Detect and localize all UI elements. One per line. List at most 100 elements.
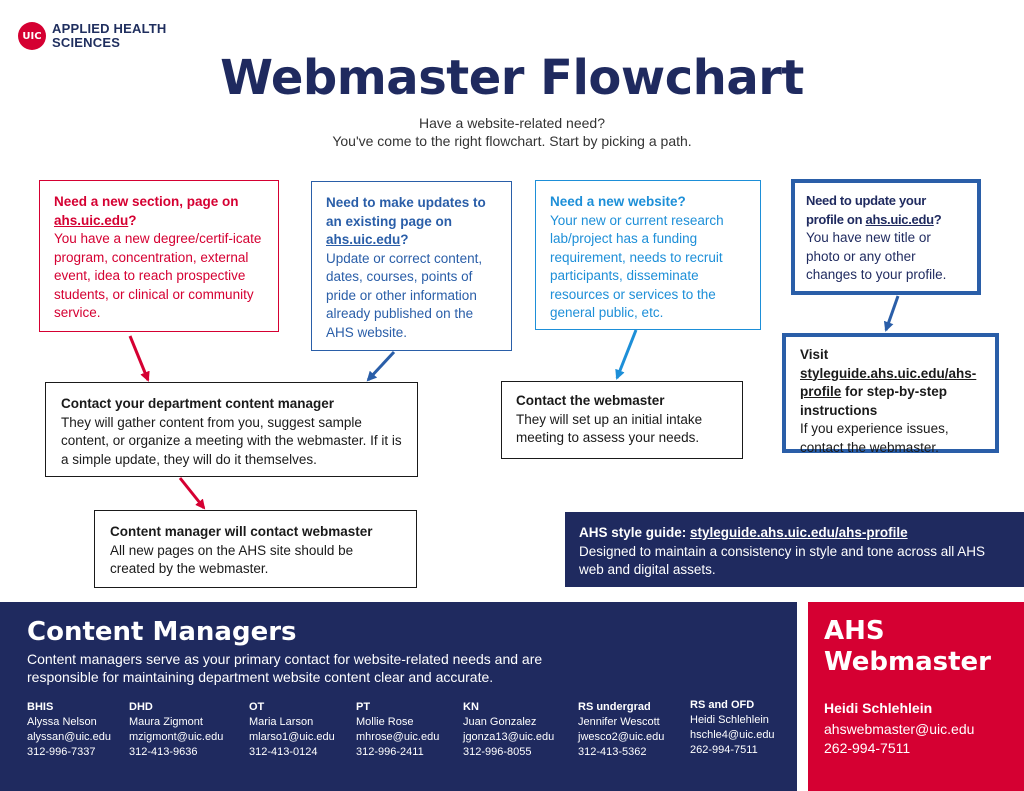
logo-line1: APPLIED HEALTH: [52, 21, 167, 36]
path-new-section-heading: Need a new section, page on ahs.uic.edu?: [54, 193, 264, 230]
contact-email[interactable]: jwesco2@uic.edu: [578, 731, 665, 743]
contact-name: Maura Zigmont: [129, 716, 203, 728]
webmaster-title-line2: Webmaster: [824, 647, 991, 677]
path-updates-body: Update or correct content, dates, course…: [326, 250, 483, 340]
arrow-profile-to-styleguide: [883, 295, 900, 332]
contact-email[interactable]: alyssan@uic.edu: [27, 731, 111, 743]
webmaster-title-line1: AHS: [824, 616, 885, 646]
style-guide-banner: AHS style guide: styleguide.ahs.uic.edu/…: [565, 512, 1024, 587]
path-new-website: Need a new website? Your new or current …: [535, 180, 761, 330]
contact-email[interactable]: mhrose@uic.edu: [356, 731, 440, 743]
contact-card: RS and OFD Heidi Schlehlein hschle4@uic.…: [690, 698, 775, 758]
step-visit-styleguide-heading: Visit styleguide.ahs.uic.edu/ahs-profile…: [800, 346, 981, 420]
heading-suffix: ?: [128, 212, 137, 228]
path-profile-heading: Need to update your profile on ahs.uic.e…: [806, 192, 966, 229]
arrow-updates-to-manager: [366, 350, 396, 382]
contact-phone: 312-996-8055: [463, 746, 532, 758]
webmaster-title: AHS Webmaster: [824, 616, 1008, 678]
contact-name: Juan Gonzalez: [463, 716, 537, 728]
contact-email[interactable]: jgonza13@uic.edu: [463, 731, 555, 743]
contact-card: DHD Maura Zigmont mzigmont@uic.edu 312-4…: [129, 700, 223, 760]
step-visit-styleguide: Visit styleguide.ahs.uic.edu/ahs-profile…: [782, 333, 999, 455]
heading-text: Visit: [800, 347, 829, 362]
heading-suffix: for step-by-step instructions: [800, 384, 948, 418]
step-contact-webmaster-body: They will set up an initial intake meeti…: [516, 411, 703, 446]
contact-card: RS undergrad Jennifer Wescott jwesco2@ui…: [578, 700, 664, 760]
style-guide-body: Designed to maintain a consistency in st…: [579, 543, 985, 578]
path-new-website-body: Your new or current research lab/project…: [550, 212, 724, 321]
contact-phone: 312-413-5362: [578, 746, 647, 758]
path-profile-body: You have new title or photo or any other…: [806, 230, 947, 282]
contact-card: BHIS Alyssa Nelson alyssan@uic.edu 312-9…: [27, 700, 111, 760]
arrow-new-section-to-manager: [128, 335, 150, 382]
step-contact-manager-body: They will gather content from you, sugge…: [61, 414, 402, 467]
logo-wordmark: APPLIED HEALTH SCIENCES: [52, 22, 167, 50]
contact-dept: DHD: [129, 701, 153, 713]
contact-dept: PT: [356, 701, 371, 713]
styleguide-link[interactable]: styleguide.ahs.uic.edu/ahs-profile: [800, 365, 977, 400]
arrow-manager-to-webmaster: [178, 477, 206, 510]
page-subtitle: Have a website-related need? You've come…: [0, 114, 1024, 150]
arrow-new-website-to-webmaster: [615, 329, 638, 380]
path-new-website-heading: Need a new website?: [550, 194, 686, 209]
contact-email[interactable]: hschle4@uic.edu: [690, 729, 775, 741]
contact-phone: 312-996-2411: [356, 746, 424, 758]
contact-card: KN Juan Gonzalez jgonza13@uic.edu 312-99…: [463, 700, 554, 760]
ahs-link[interactable]: ahs.uic.edu: [865, 211, 935, 227]
step-contact-webmaster: Contact the webmaster They will set up a…: [501, 381, 743, 459]
step-visit-styleguide-body: If you experience issues, contact the we…: [800, 421, 949, 455]
webmaster-email[interactable]: ahswebmaster@uic.edu: [824, 721, 975, 737]
path-updates: Need to make updates to an existing page…: [311, 181, 512, 351]
step-contact-webmaster-heading: Contact the webmaster: [516, 393, 665, 408]
contact-email[interactable]: mlarso1@uic.edu: [249, 731, 335, 743]
contact-dept: KN: [463, 701, 479, 713]
ahs-link[interactable]: ahs.uic.edu: [326, 232, 401, 247]
heading-suffix: ?: [933, 211, 942, 227]
path-new-section-body: You have a new degree/certif-icate progr…: [54, 231, 262, 320]
contact-card: OT Maria Larson mlarso1@uic.edu 312-413-…: [249, 700, 335, 760]
content-managers-description: Content managers serve as your primary c…: [27, 651, 543, 685]
step-manager-contacts-body: All new pages on the AHS site should be …: [110, 542, 354, 577]
contact-name: Alyssa Nelson: [27, 716, 97, 728]
heading-text: Need a new section, page on: [54, 194, 239, 209]
contact-phone: 312-413-0124: [249, 746, 318, 758]
step-contact-manager-heading: Contact your department content manager: [61, 396, 335, 411]
contact-name: Heidi Schlehlein: [690, 714, 769, 726]
contact-dept: BHIS: [27, 701, 54, 713]
contact-card: PT Mollie Rose mhrose@uic.edu 312-996-24…: [356, 700, 439, 760]
ahs-link[interactable]: ahs.uic.edu: [54, 212, 129, 228]
heading-text: Need to update your profile on: [806, 193, 926, 227]
content-managers-panel: Content Managers Content managers serve …: [0, 602, 797, 791]
webmaster-phone: 262-994-7511: [824, 740, 911, 756]
page-title: Webmaster Flowchart: [220, 50, 804, 106]
content-managers-title: Content Managers: [27, 617, 297, 647]
subtitle-line2: You've come to the right flowchart. Star…: [332, 133, 692, 149]
style-guide-label: AHS style guide:: [579, 525, 691, 540]
contact-phone: 312-413-9636: [129, 746, 198, 758]
contact-name: Maria Larson: [249, 716, 314, 728]
step-contact-manager: Contact your department content manager …: [45, 382, 418, 477]
contact-email[interactable]: mzigmont@uic.edu: [129, 731, 224, 743]
uic-ahs-logo: UIC APPLIED HEALTH SCIENCES: [18, 22, 167, 50]
path-new-section: Need a new section, page on ahs.uic.edu?…: [39, 180, 279, 332]
subtitle-line1: Have a website-related need?: [418, 115, 605, 131]
contact-phone: 312-996-7337: [27, 746, 96, 758]
contact-dept: RS and OFD: [690, 699, 755, 711]
contact-dept: OT: [249, 701, 265, 713]
path-updates-heading: Need to make updates to an existing page…: [326, 194, 497, 250]
contact-phone: 262-994-7511: [690, 744, 758, 756]
heading-suffix: ?: [400, 232, 409, 247]
heading-text: Need to make updates to an existing page…: [326, 195, 486, 229]
step-manager-contacts-webmaster: Content manager will contact webmaster A…: [94, 510, 417, 588]
contact-dept: RS undergrad: [578, 701, 651, 713]
webmaster-panel: AHS Webmaster Heidi Schlehlein ahswebmas…: [808, 602, 1024, 791]
style-guide-heading: AHS style guide: styleguide.ahs.uic.edu/…: [579, 524, 1010, 543]
step-manager-contacts-heading: Content manager will contact webmaster: [110, 524, 373, 539]
uic-logo-badge: UIC: [18, 22, 46, 50]
path-profile: Need to update your profile on ahs.uic.e…: [791, 179, 981, 295]
style-guide-link[interactable]: styleguide.ahs.uic.edu/ahs-profile: [690, 525, 908, 540]
logo-line2: SCIENCES: [52, 35, 121, 50]
webmaster-name: Heidi Schlehlein: [824, 700, 933, 716]
contact-name: Mollie Rose: [356, 716, 414, 728]
